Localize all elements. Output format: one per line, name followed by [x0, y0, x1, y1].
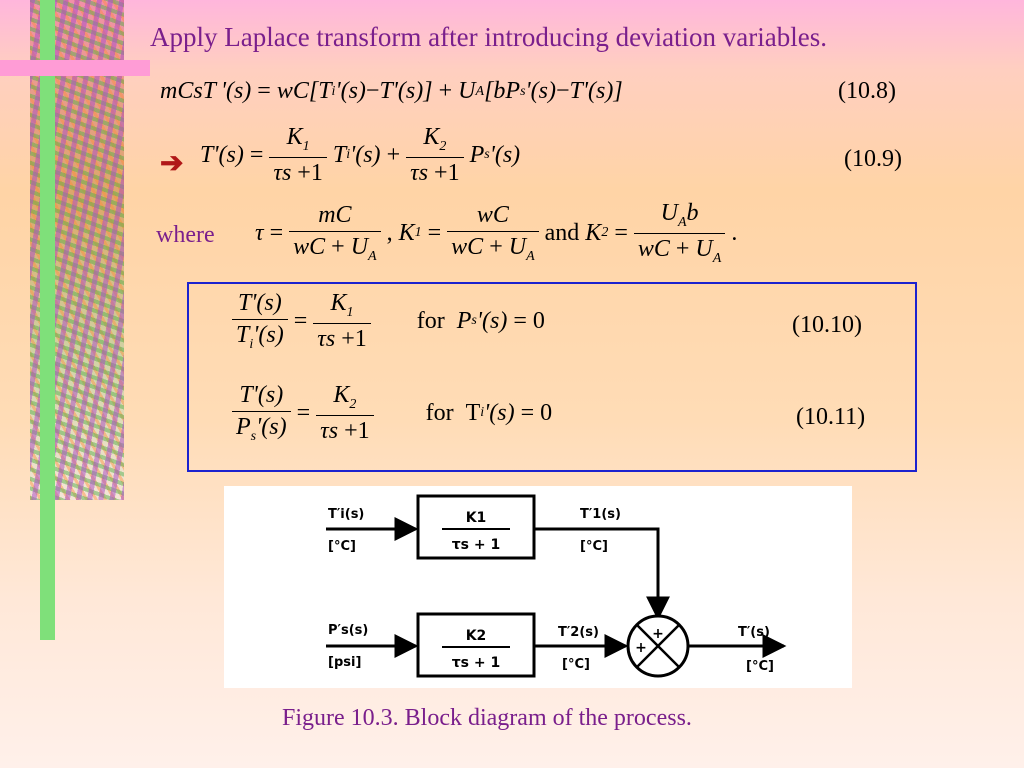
input2-unit: [psi] [328, 655, 361, 670]
mid2-label: T′2(s) [558, 625, 599, 640]
input1-label: T′i(s) [328, 507, 364, 522]
slide-title: Apply Laplace transform after introducin… [150, 22, 828, 52]
mid1-unit: [°C] [580, 539, 608, 554]
block-k2 [416, 612, 536, 678]
figure-caption: Figure 10.3. Block diagram of the proces… [282, 705, 692, 731]
block-diagram-svg: T′i(s) [°C] K1 τs + 1 T′1(s) [°C] P′s(s)… [326, 494, 787, 678]
decorative-green-bar [40, 0, 55, 640]
block2-denominator: τs + 1 [452, 655, 501, 671]
decorative-pink-band [0, 60, 150, 76]
and-label: and [544, 219, 580, 246]
equation-number-10-8: (10.8) [838, 78, 896, 104]
block1-denominator: τs + 1 [452, 537, 501, 553]
mid2-unit: [°C] [562, 657, 590, 672]
mid1-label: T′1(s) [580, 507, 621, 522]
block-diagram: T′i(s) [°C] K1 τs + 1 T′1(s) [°C] P′s(s)… [224, 486, 852, 688]
for-label-10-11: for [425, 399, 454, 426]
block2-numerator: K2 [466, 628, 487, 644]
for-label-10-10: for [416, 307, 445, 334]
equation-number-10-9: (10.9) [844, 146, 902, 172]
mid1-arrow [534, 527, 670, 621]
transfer-function-box [187, 282, 917, 472]
input1-unit: [°C] [328, 539, 356, 554]
implies-arrow-icon: ➔ [160, 148, 184, 179]
equation-number-10-10: (10.10) [792, 312, 862, 338]
output-label: T′(s) [738, 625, 770, 640]
sum-plus-left: + [635, 640, 647, 656]
summing-junction-cross-b [636, 624, 680, 668]
input2-label: P′s(s) [328, 623, 368, 638]
output-unit: [°C] [746, 659, 774, 674]
sum-plus-top: + [652, 626, 664, 642]
equation-number-10-11: (10.11) [796, 404, 866, 430]
block1-numerator: K1 [466, 510, 487, 526]
block-k1 [416, 494, 536, 560]
where-label: where [156, 222, 215, 248]
